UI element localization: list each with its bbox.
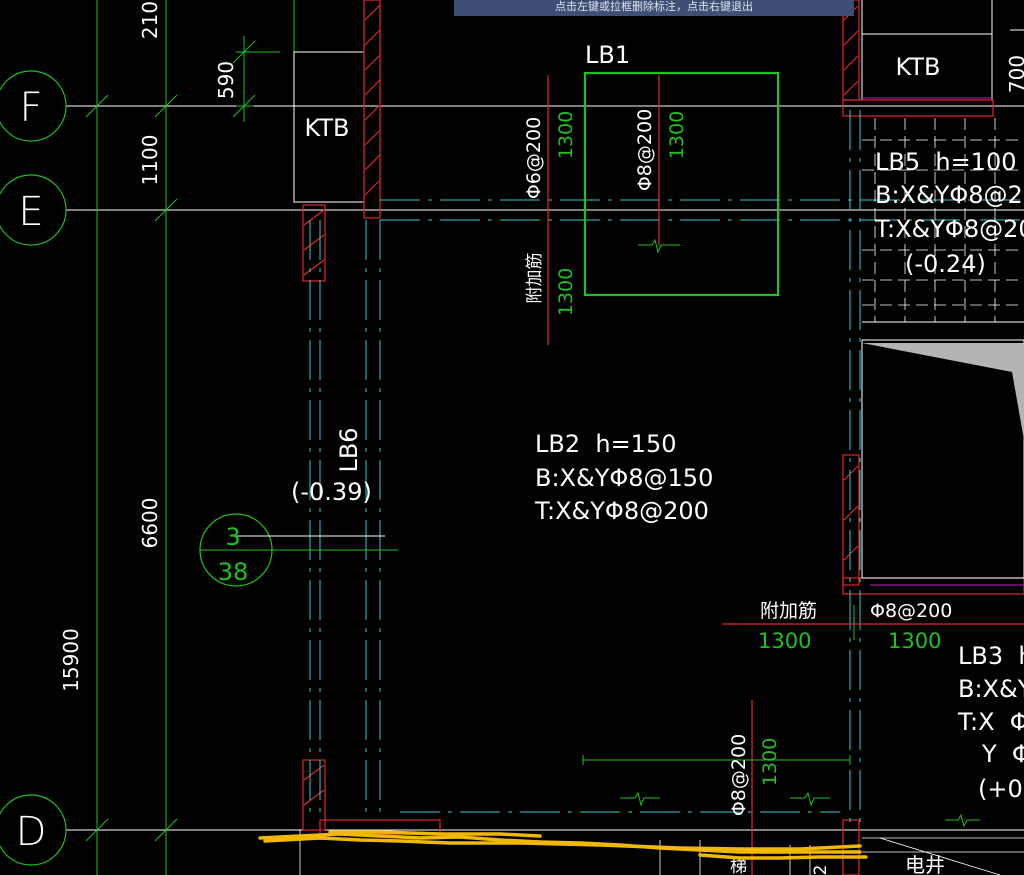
extra-bar-vertical: 附加筋 bbox=[525, 253, 545, 304]
rebar-len-1300-d: 1300 bbox=[758, 629, 811, 653]
magenta-frame bbox=[862, 97, 1024, 586]
axis-bubble-f[interactable]: F bbox=[0, 70, 67, 142]
grid-lines bbox=[66, 105, 1024, 831]
lb5-title: LB5 h=100 bbox=[875, 148, 1017, 176]
detail-marker-top: 3 bbox=[225, 523, 240, 551]
lb5-frame bbox=[861, 321, 1024, 579]
dim-210: 210 bbox=[138, 1, 162, 39]
rebar-phi8-200-lb1: Φ8@200 bbox=[634, 109, 656, 191]
dim-15900: 15900 bbox=[59, 628, 83, 692]
lb5-hatch bbox=[862, 118, 1024, 322]
lb5-top-rebar: T:X&YΦ8@200 bbox=[874, 215, 1024, 243]
ktb-left-label: KTB bbox=[305, 114, 350, 142]
rebar-lines bbox=[547, 75, 1024, 875]
axis-bubble-e[interactable]: E bbox=[0, 174, 67, 246]
detail-marker-bottom: 38 bbox=[218, 558, 249, 586]
rebar-ticks bbox=[582, 238, 980, 828]
rebar-len-1300-f: 1300 bbox=[759, 738, 781, 786]
lb5-annotation[interactable]: LB5 h=100 B:X&YΦ8@200 T:X&YΦ8@200 (-0.24… bbox=[874, 148, 1024, 278]
lb2-title: LB2 h=150 bbox=[535, 430, 677, 458]
yellow-highlight-mark bbox=[258, 830, 868, 860]
beam-lines bbox=[309, 110, 1024, 830]
axis-label-e: E bbox=[18, 189, 43, 235]
axis-label-d: D bbox=[16, 809, 47, 855]
dim-590: 590 bbox=[214, 61, 238, 99]
rebar-annotation-bottom: Φ8@200 1300 梯 2 电井 bbox=[728, 734, 945, 875]
lb2-top-rebar: T:X&YΦ8@200 bbox=[534, 497, 709, 525]
rebar-phi8-200-bottom: Φ8@200 bbox=[728, 734, 750, 816]
lb3-elevation: (+0. bbox=[978, 775, 1024, 803]
dim-6600: 6600 bbox=[138, 498, 162, 549]
status-hint-bar: 点击左键或拉框删除标注，点击右键退出 bbox=[454, 0, 854, 16]
lb3-top-rebar-y: Y Φ8 bbox=[981, 740, 1024, 768]
rebar-phi6-200: Φ6@200 bbox=[523, 117, 545, 199]
ktb-right[interactable]: KTB bbox=[861, 33, 993, 101]
rebar-len-1300-a: 1300 bbox=[555, 111, 577, 159]
rebar-len-1300-c: 1300 bbox=[555, 268, 577, 316]
rebar-annotation-right: 附加筋 Φ8@200 1300 1300 bbox=[758, 600, 952, 653]
detail-marker[interactable]: 3 38 bbox=[199, 513, 398, 587]
ktb-right-label: KTB bbox=[896, 53, 941, 81]
lb3-annotation[interactable]: LB3 h B:X&Y T:X Φ8 Y Φ8 (+0. bbox=[957, 642, 1024, 803]
lb3-title: LB3 h bbox=[958, 642, 1024, 670]
ktb-left[interactable]: KTB bbox=[293, 51, 365, 203]
lb3-bottom-rebar: B:X&Y bbox=[958, 675, 1024, 703]
dimension-chain-left bbox=[85, 0, 295, 875]
axis-bubble-d[interactable]: D bbox=[0, 794, 67, 866]
rebar-phi8-200-right: Φ8@200 bbox=[870, 600, 952, 622]
dimension-texts: 210 590 1100 6600 15900 700 bbox=[59, 1, 1024, 692]
lb2-bottom-rebar: B:X&YΦ8@150 bbox=[535, 464, 713, 492]
lb6-elevation: (-0.39) bbox=[291, 478, 372, 506]
gray-region bbox=[862, 343, 1024, 440]
lb5-elevation: (-0.24) bbox=[905, 250, 986, 278]
bottom-partial-label-mid: 梯 bbox=[730, 857, 747, 875]
lb1-label: LB1 bbox=[585, 41, 630, 69]
lb1-region[interactable]: LB1 bbox=[583, 41, 780, 297]
lb3-top-rebar-x: T:X Φ8 bbox=[957, 708, 1024, 736]
bottom-rebar-label: 2 bbox=[811, 865, 831, 875]
bottom-partial-label-right: 电井 bbox=[905, 853, 945, 875]
rebar-len-1300-b: 1300 bbox=[666, 111, 688, 159]
rebar-len-1300-e: 1300 bbox=[888, 629, 941, 653]
dim-700: 700 bbox=[1005, 55, 1024, 93]
lb2-annotation[interactable]: LB2 h=150 B:X&YΦ8@150 T:X&YΦ8@200 bbox=[534, 430, 713, 525]
walls bbox=[302, 0, 1024, 875]
dim-1100: 1100 bbox=[138, 135, 162, 186]
right-edge-frame bbox=[861, 0, 1024, 100]
lb5-bottom-rebar: B:X&YΦ8@200 bbox=[875, 181, 1024, 209]
lb6-annotation[interactable]: LB6 (-0.39) bbox=[291, 427, 372, 506]
extra-bar-horizontal: 附加筋 bbox=[760, 600, 817, 622]
lb1-annotations: Φ6@200 1300 Φ8@200 1300 附加筋 1300 bbox=[523, 109, 688, 316]
lb6-title: LB6 bbox=[335, 427, 363, 472]
axis-label-f: F bbox=[19, 85, 42, 131]
